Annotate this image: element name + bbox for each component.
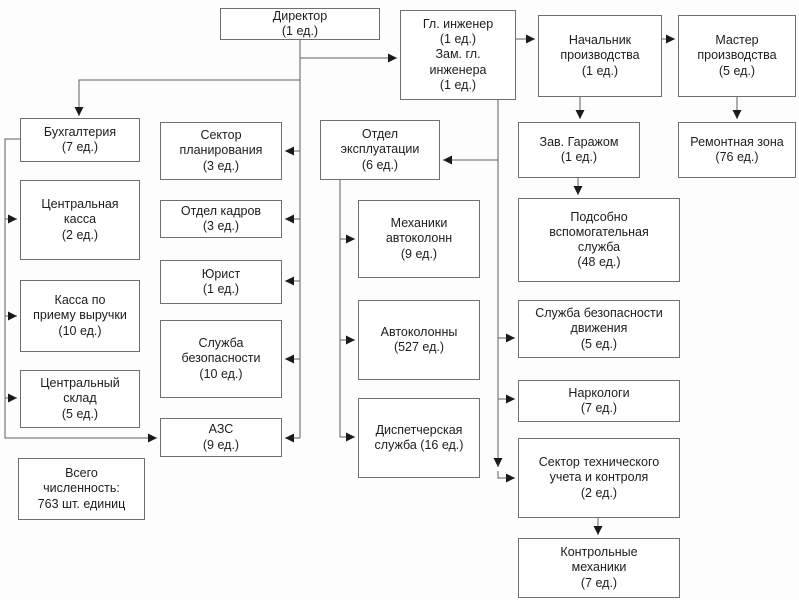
node-garage-manager: Зав. Гаражом (1 ед.) (518, 122, 640, 178)
node-total-headcount: Всего численность: 763 шт. единиц (18, 458, 145, 520)
node-narcologists: Наркологи (7 ед.) (518, 380, 680, 422)
node-production-master: Мастер производства (5 ед.) (678, 15, 796, 97)
node-auxiliary-service: Подсобно вспомогательная служба (48 ед.) (518, 198, 680, 282)
node-dispatch-service: Диспетчерская служба (16 ед.) (358, 398, 480, 478)
node-lawyer: Юрист (1 ед.) (160, 260, 282, 304)
node-repair-zone: Ремонтная зона (76 ед.) (678, 122, 796, 178)
node-central-warehouse: Центральный склад (5 ед.) (20, 370, 140, 428)
edge-operations-trunk-dispatch (339, 180, 355, 442)
node-traffic-safety: Служба безопасности движения (5 ед.) (518, 300, 680, 358)
node-production-head: Начальник производства (1 ед.) (538, 15, 662, 97)
node-control-mechanics: Контрольные механики (7 ед.) (518, 538, 680, 598)
edge-accounting-trunk-azs (4, 138, 157, 443)
node-column-mechanics: Механики автоколонн (9 ед.) (358, 200, 480, 278)
node-operations-dept: Отдел эксплуатации (6 ед.) (320, 120, 440, 180)
node-chief-engineer: Гл. инженер (1 ед.) Зам. гл. инженера (1… (400, 10, 516, 100)
node-director: Директор (1 ед.) (220, 8, 380, 40)
node-azs: АЗС (9 ед.) (160, 418, 282, 457)
node-autocolumns: Автоколонны (527 ед.) (358, 300, 480, 380)
edge-director-accounting (74, 79, 300, 116)
node-accounting: Бухгалтерия (7 ед.) (20, 118, 140, 162)
edge-chief-tech-control (497, 471, 515, 483)
node-hr-department: Отдел кадров (3 ед.) (160, 200, 282, 238)
node-planning-sector: Сектор планирования (3 ед.) (160, 122, 282, 180)
node-revenue-cash: Касса по приему выручки (10 ед.) (20, 280, 140, 352)
node-central-cash: Центральная касса (2 ед.) (20, 180, 140, 260)
node-tech-control: Сектор технического учета и контроля (2 … (518, 438, 680, 518)
node-security-service: Служба безопасности (10 ед.) (160, 320, 282, 398)
